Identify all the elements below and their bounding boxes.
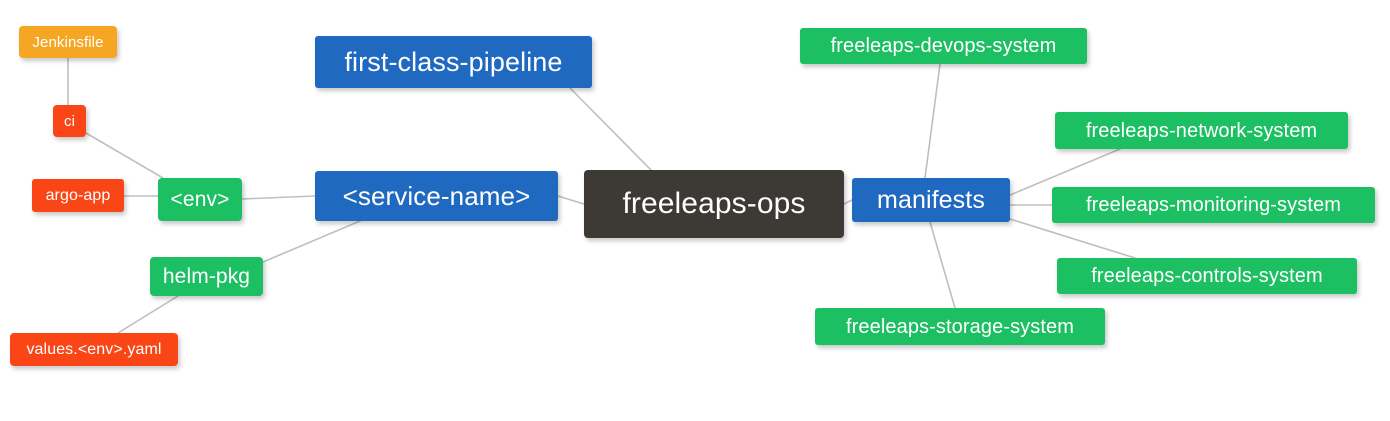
mindmap-node-ci[interactable]: ci bbox=[53, 105, 86, 137]
mindmap-node-label: freeleaps-controls-system bbox=[1091, 265, 1323, 287]
mindmap-node-helm-pkg[interactable]: helm-pkg bbox=[150, 257, 263, 296]
edge-freeleaps-ops-to-manifests bbox=[843, 199, 853, 205]
mindmap-node-first-class-pipeline[interactable]: first-class-pipeline bbox=[315, 36, 592, 88]
edge-manifests-to-freeleaps-controls-system bbox=[1009, 218, 1136, 259]
mindmap-node-label: freeleaps-ops bbox=[622, 187, 806, 220]
mindmap-node-label: <env> bbox=[170, 188, 230, 211]
mindmap-node-env[interactable]: <env> bbox=[158, 178, 242, 221]
mindmap-node-freeleaps-controls-system[interactable]: freeleaps-controls-system bbox=[1057, 258, 1357, 294]
mindmap-node-label: manifests bbox=[877, 185, 985, 214]
mindmap-node-manifests[interactable]: manifests bbox=[852, 178, 1010, 222]
mindmap-node-label: ci bbox=[63, 112, 76, 130]
mindmap-node-freeleaps-storage-system[interactable]: freeleaps-storage-system bbox=[815, 308, 1105, 345]
edge-manifests-to-freeleaps-storage-system bbox=[929, 221, 956, 309]
mindmap-node-label: first-class-pipeline bbox=[344, 46, 563, 77]
mindmap-node-freeleaps-monitoring-system[interactable]: freeleaps-monitoring-system bbox=[1052, 187, 1375, 223]
mindmap-node-values-env-yaml[interactable]: values.<env>.yaml bbox=[10, 333, 178, 366]
mindmap-node-label: freeleaps-devops-system bbox=[830, 35, 1057, 57]
mindmap-node-label: Jenkinsfile bbox=[32, 33, 104, 51]
mindmap-node-service-name[interactable]: <service-name> bbox=[315, 171, 558, 221]
mindmap-node-freeleaps-network-system[interactable]: freeleaps-network-system bbox=[1055, 112, 1348, 149]
mindmap-node-label: freeleaps-monitoring-system bbox=[1085, 194, 1341, 216]
edge-env-to-ci bbox=[85, 132, 164, 179]
mindmap-node-freeleaps-ops[interactable]: freeleaps-ops bbox=[584, 170, 844, 238]
mindmap-node-jenkinsfile[interactable]: Jenkinsfile bbox=[19, 26, 117, 58]
edge-freeleaps-ops-to-service-name bbox=[557, 195, 585, 205]
edge-service-name-to-env bbox=[241, 195, 316, 200]
mindmap-node-argo-app[interactable]: argo-app bbox=[32, 179, 124, 212]
edge-freeleaps-ops-to-first-class-pipeline bbox=[569, 87, 652, 171]
mindmap-node-freeleaps-devops-system[interactable]: freeleaps-devops-system bbox=[800, 28, 1087, 64]
mindmap-node-label: values.<env>.yaml bbox=[26, 340, 162, 358]
edge-service-name-to-helm-pkg bbox=[262, 220, 361, 263]
mindmap-node-label: argo-app bbox=[45, 186, 111, 204]
mindmap-node-label: freeleaps-network-system bbox=[1085, 119, 1318, 142]
edge-manifests-to-freeleaps-devops-system bbox=[924, 63, 941, 179]
mindmap-node-label: helm-pkg bbox=[162, 265, 251, 288]
mindmap-node-label: freeleaps-storage-system bbox=[845, 315, 1075, 338]
edge-helm-pkg-to-values-env-yaml bbox=[117, 295, 179, 334]
mindmap-node-label: <service-name> bbox=[342, 181, 531, 211]
